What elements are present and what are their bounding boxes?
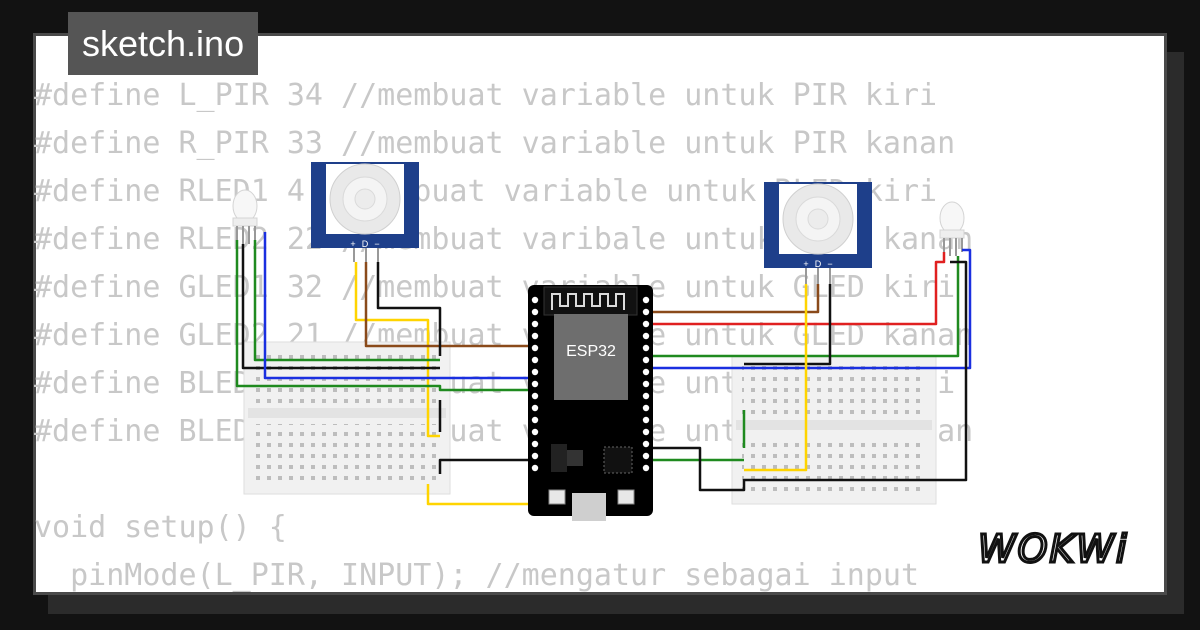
rgb-led-left — [232, 189, 258, 244]
esp32-left-pins — [531, 296, 539, 472]
wire-brown-left-pir — [364, 262, 532, 348]
pir-right-pin-minus: − — [827, 259, 832, 269]
pir-left-pin-d: D — [362, 239, 369, 249]
wokwi-logo-text: WOKWi — [978, 527, 1129, 571]
wire-blue-right-led — [648, 248, 972, 370]
code-line-2: #define R_PIR 33 //membuat variable untu… — [34, 126, 956, 161]
breadboard-right — [731, 355, 937, 505]
wire-red-right-led — [648, 252, 946, 326]
wire-blue-left-led — [263, 232, 532, 380]
pir-left-pin-minus: − — [374, 239, 379, 249]
pir-sensor-right: + D − — [764, 182, 872, 284]
pir-sensor-left: + D − — [311, 162, 419, 262]
esp32-label: ESP32 — [566, 343, 616, 360]
wire-green-right-led — [648, 256, 960, 358]
code-line-10: void setup() { — [34, 510, 287, 545]
wire-brown-right-pir — [648, 284, 820, 314]
wire-black-left-gnd — [438, 458, 532, 474]
pir-right-pin-d: D — [815, 259, 822, 269]
wokwi-logo: WOKWi — [977, 526, 1129, 573]
wire-black-right-gnd — [648, 260, 968, 492]
wire-black-right-pir — [744, 284, 832, 366]
wire-yellow-right-pir — [744, 284, 808, 472]
file-tab[interactable]: sketch.ino — [68, 12, 259, 75]
esp32-board: ESP32 — [528, 285, 653, 521]
code-line-11: pinMode(L_PIR, INPUT); //mengatur sebaga… — [34, 558, 920, 593]
wire-black-left-led — [241, 244, 440, 370]
wire-green-left-led — [235, 240, 532, 392]
code-line-1: #define L_PIR 34 //membuat variable untu… — [34, 78, 938, 113]
esp32-right-pins — [642, 296, 650, 472]
wire-green-left-led-2 — [253, 240, 440, 362]
rgb-led-right — [939, 201, 965, 256]
pir-right-pin-plus: + — [803, 259, 808, 269]
code-line-5: #define GLED1 32 //membuat variable untu… — [34, 270, 956, 305]
breadboard-left — [243, 341, 451, 495]
wire-black-left-pir — [376, 262, 442, 356]
pir-left-pin-plus: + — [350, 239, 355, 249]
wire-yellow-left-pir — [354, 262, 440, 438]
